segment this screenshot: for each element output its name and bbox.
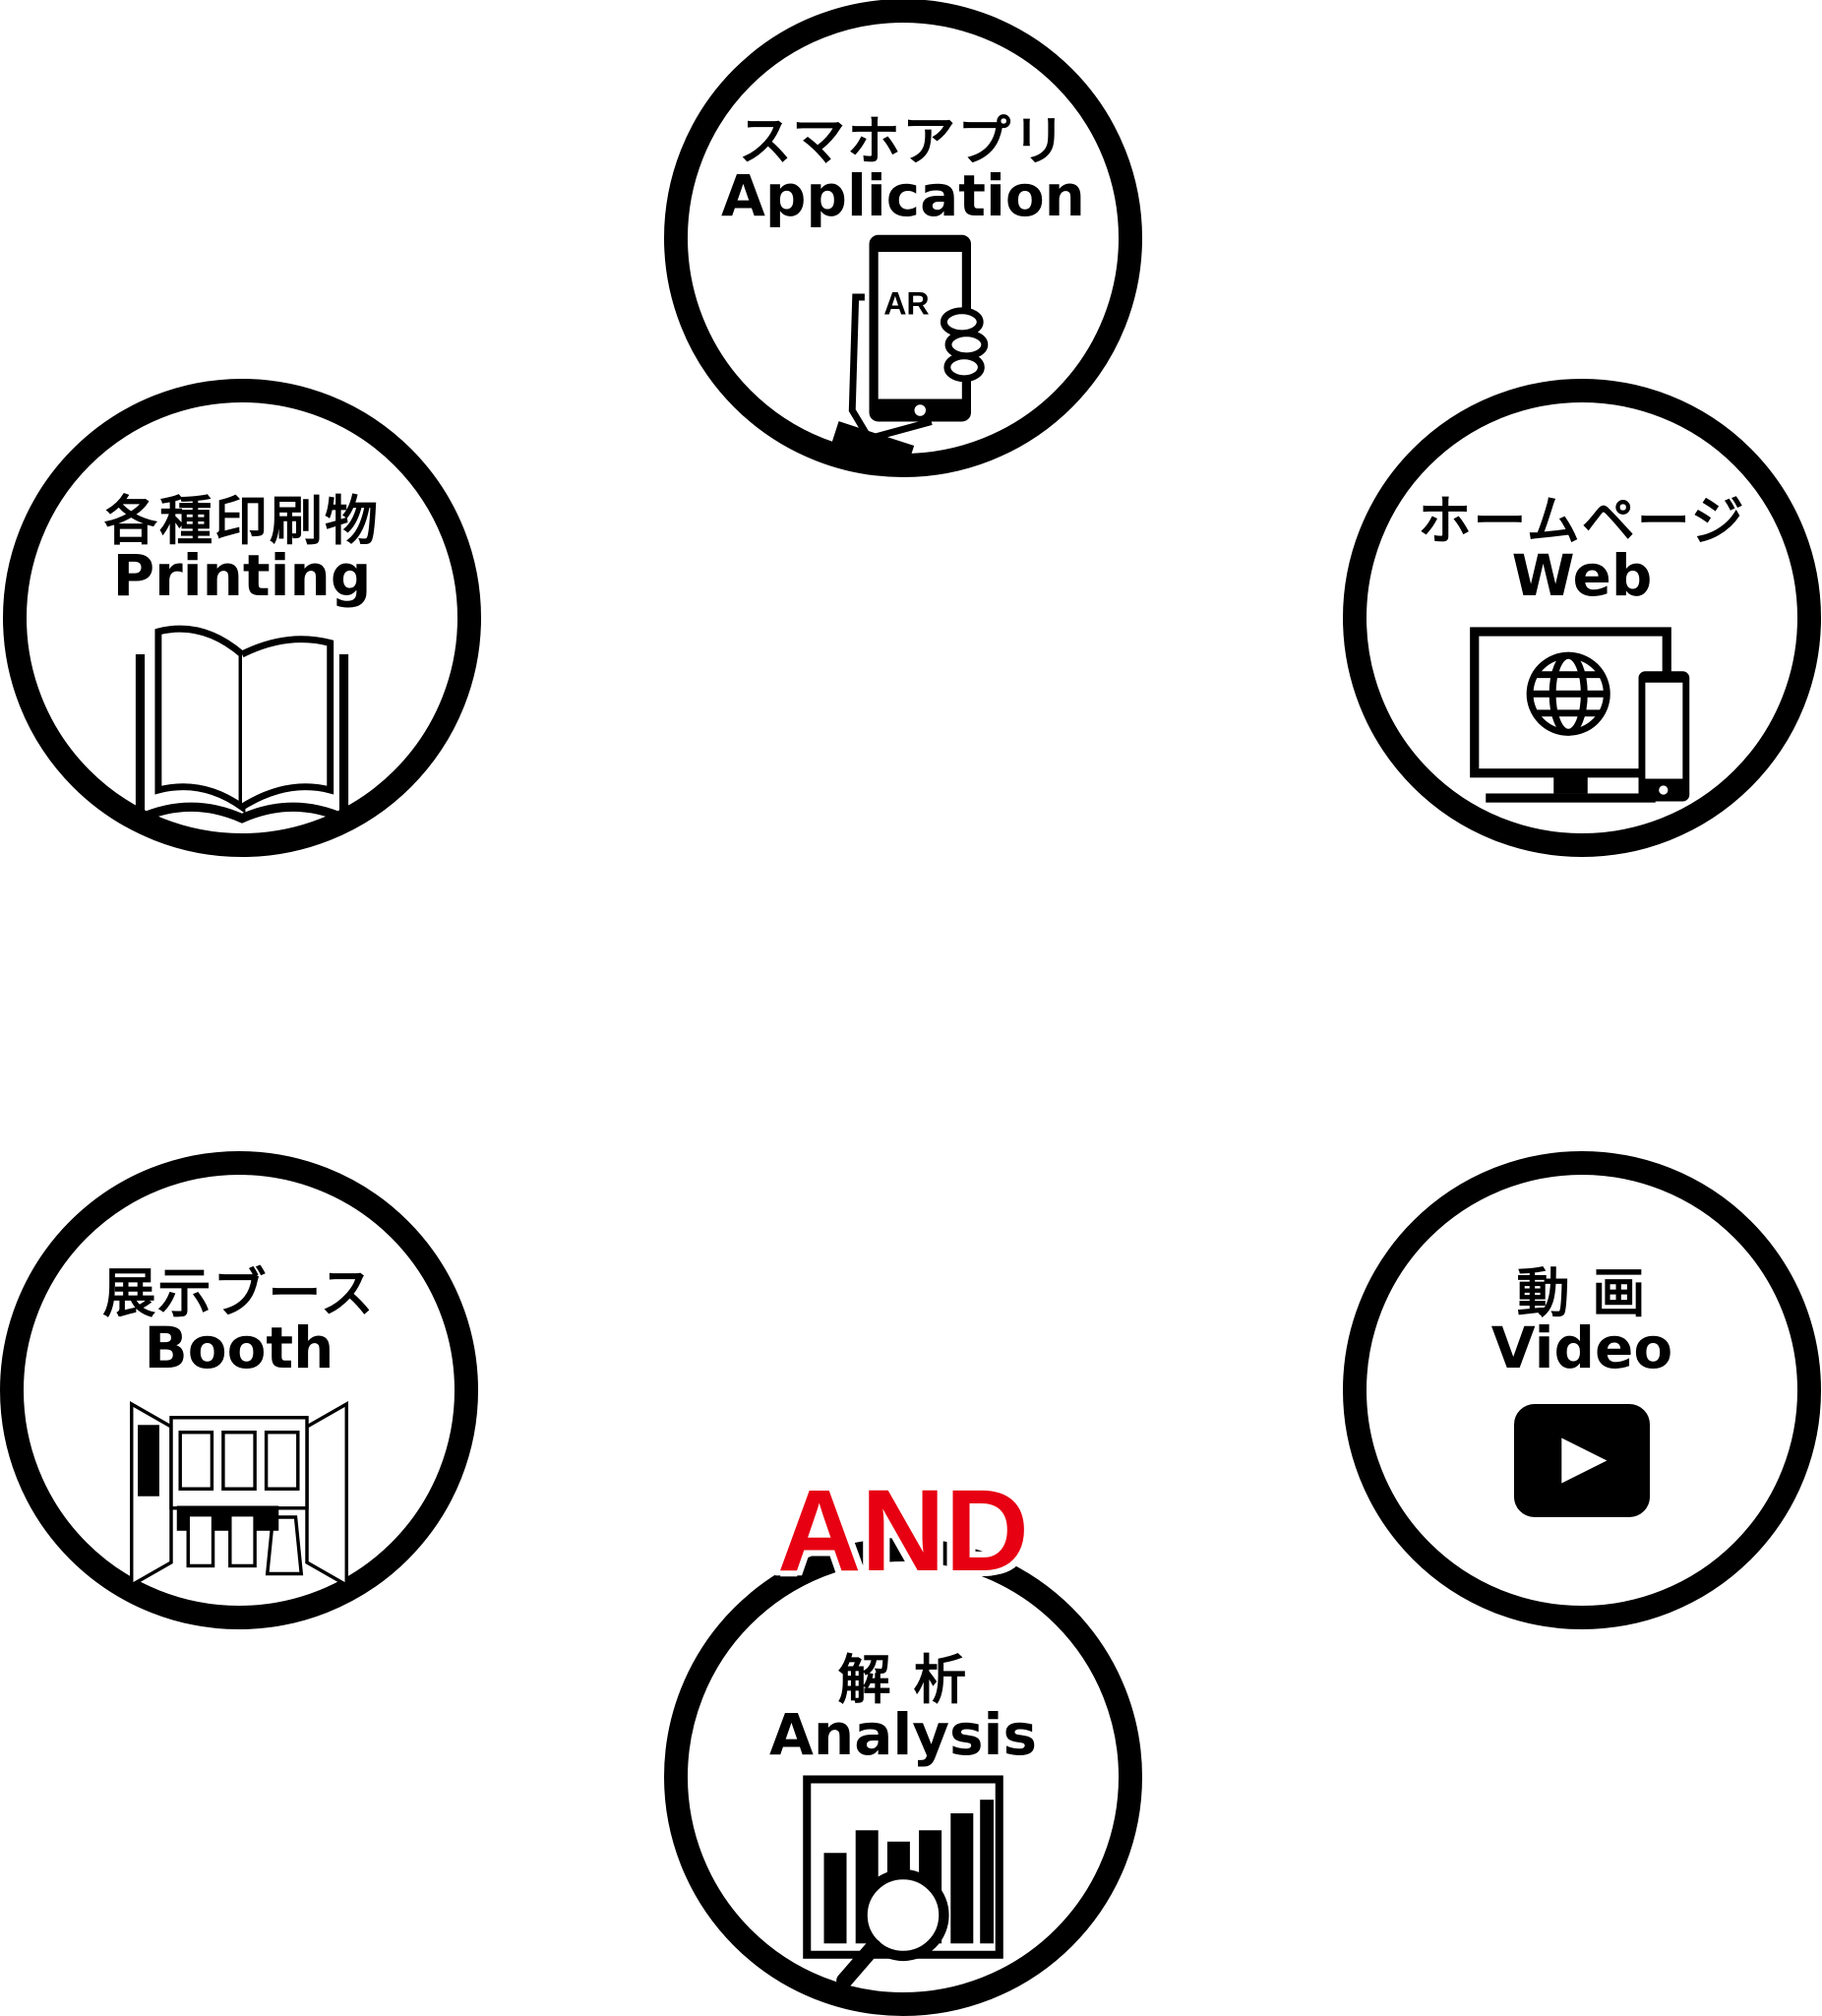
node-jp-label: スマホアプリ [738,110,1068,172]
node-en-label: Analysis [769,1701,1037,1768]
node-en-label: Application [721,162,1085,229]
node-en-label: Web [1511,542,1653,609]
bar-chart-magnifier-icon [774,1768,1032,1994]
smartphone-ar-icon: AR [774,229,1032,470]
open-book-icon [113,609,371,835]
ar-label: AR [883,285,930,321]
center-and-label: AND [777,1466,1029,1596]
node-analysis: 解 析 Analysis [664,1538,1142,2016]
node-booth: 展示ブース Booth [0,1151,478,1629]
node-application: スマホアプリ Application AR [664,0,1142,477]
node-jp-label: ホームページ [1418,490,1746,552]
node-en-label: Printing [112,542,372,609]
node-video: 動 画 Video [1343,1151,1821,1629]
node-jp-label: 解 析 [837,1649,969,1711]
monitor-globe-icon [1453,609,1711,835]
node-web: ホームページ Web [1343,379,1821,857]
exhibition-booth-icon [110,1381,368,1608]
node-jp-label: 各種印刷物 [104,490,380,552]
node-en-label: Video [1490,1314,1673,1381]
node-jp-label: 展示ブース [102,1262,376,1324]
node-en-label: Booth [144,1314,334,1381]
play-button-icon [1453,1381,1711,1608]
node-jp-label: 動 画 [1516,1262,1648,1324]
node-printing: 各種印刷物 Printing [3,379,481,857]
